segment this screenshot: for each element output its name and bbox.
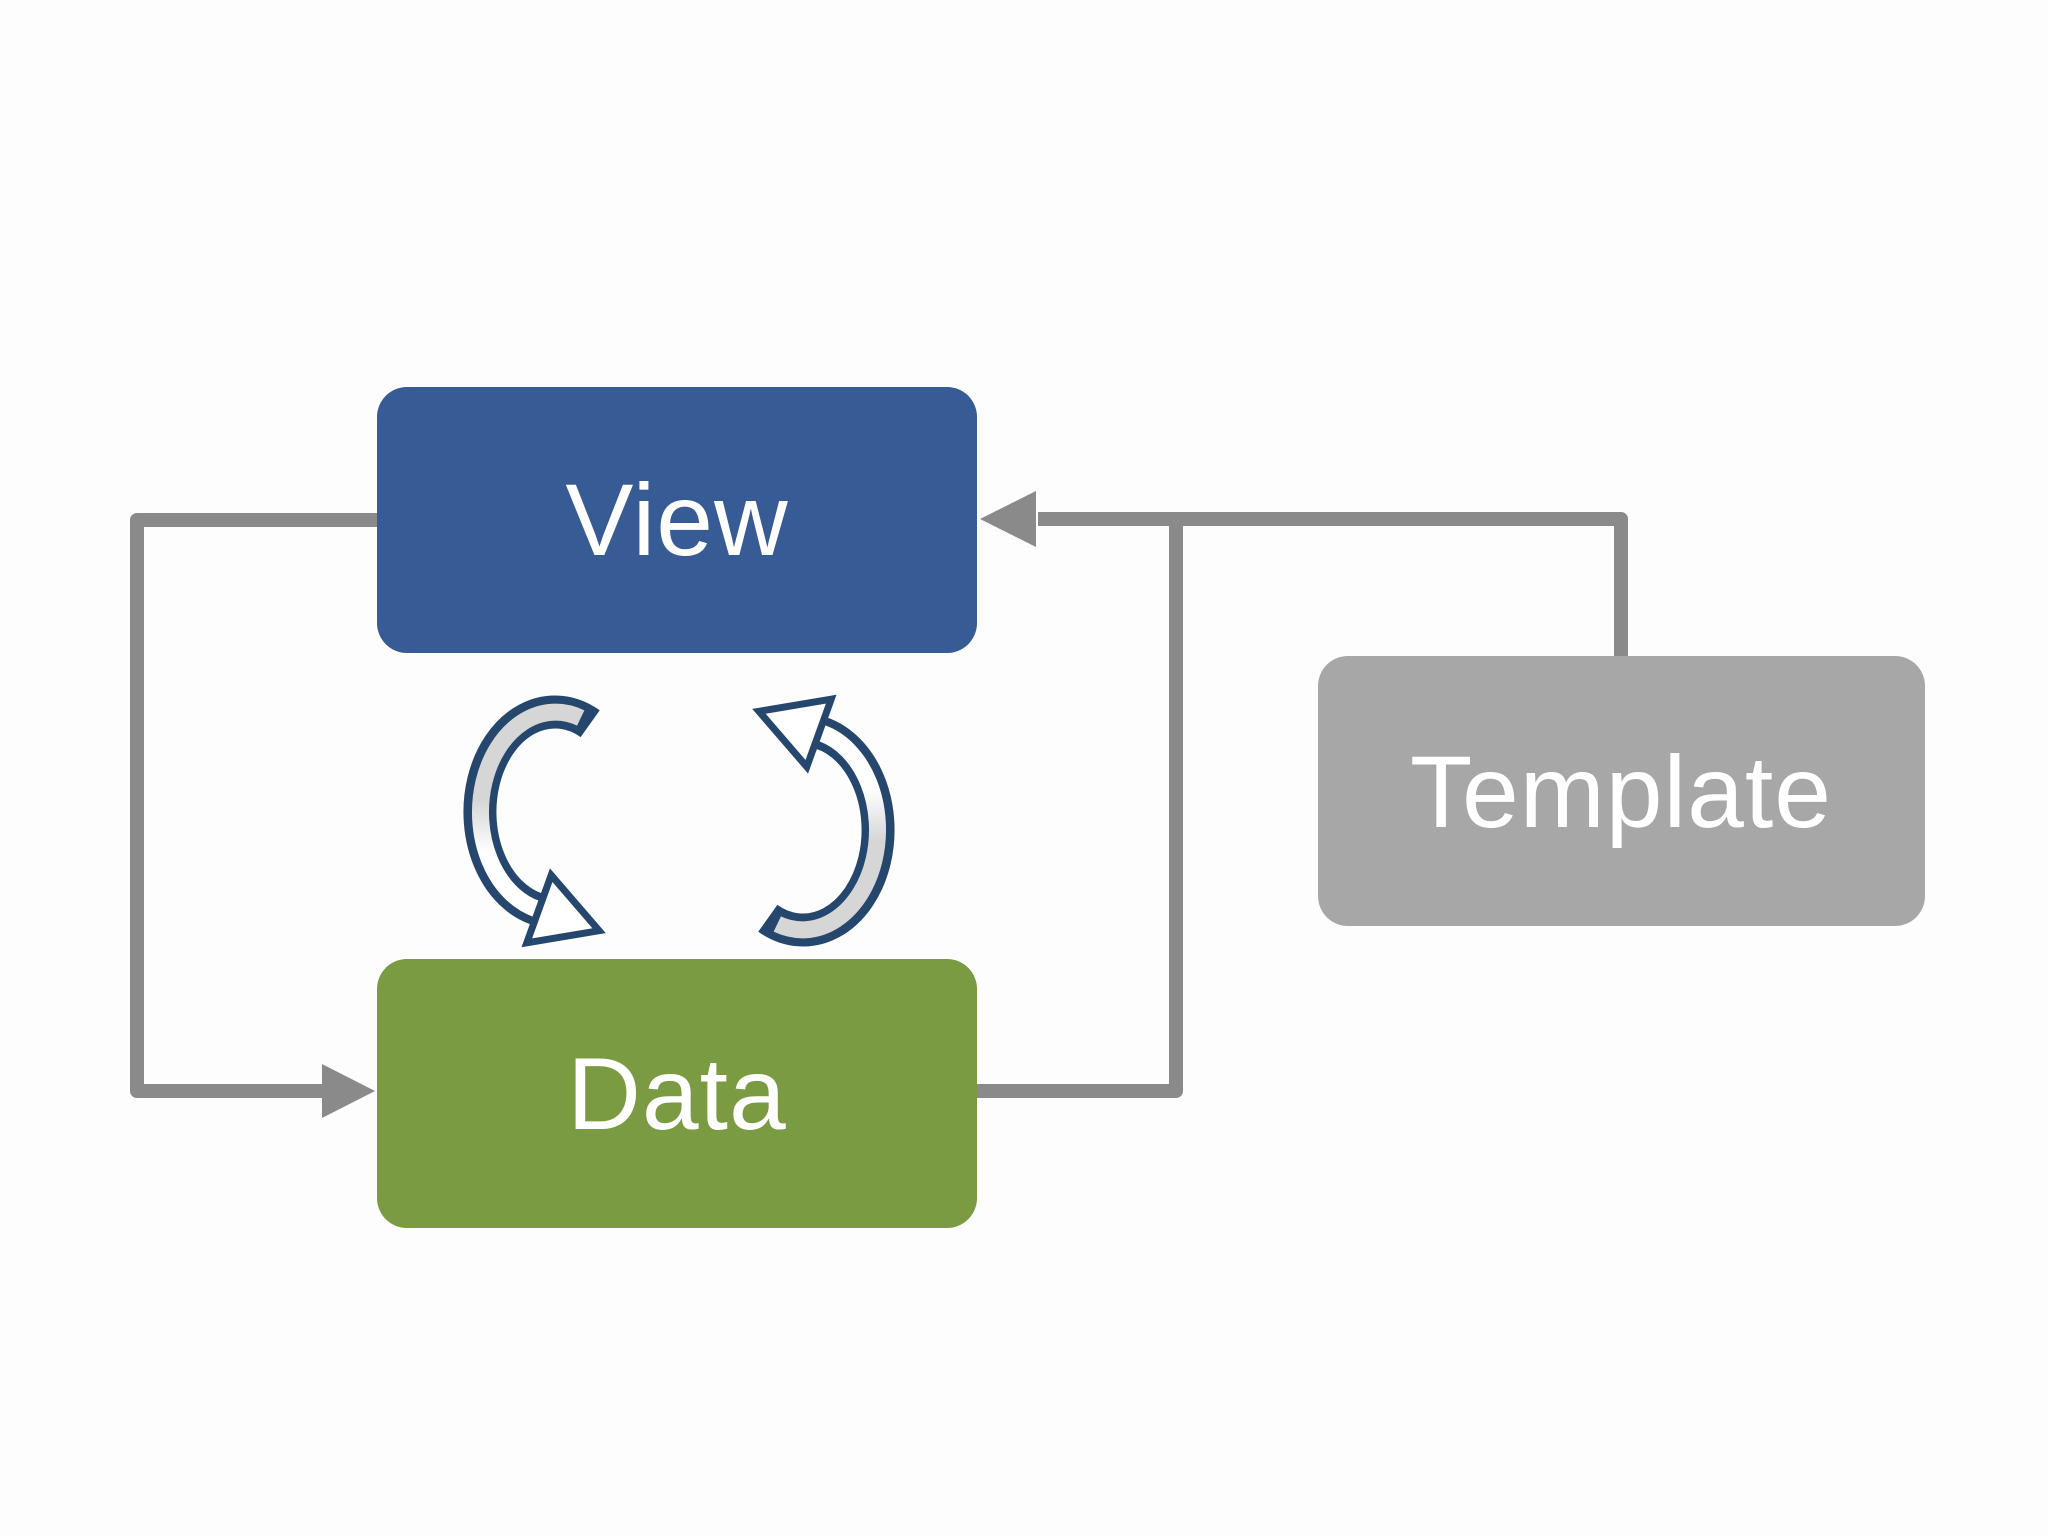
arrowhead-into-data xyxy=(322,1064,375,1118)
cycle-arrow-left-head xyxy=(521,868,606,948)
node-view: View xyxy=(377,387,977,653)
cycle-arrow-right xyxy=(759,699,878,930)
sync-cycle-icon xyxy=(463,695,878,948)
node-data-box xyxy=(377,959,977,1228)
connector-view-to-data xyxy=(130,513,380,1118)
node-view-box xyxy=(377,387,977,653)
connector-data-to-rail xyxy=(975,515,1183,1098)
node-view-label: View xyxy=(565,463,788,577)
node-data: Data xyxy=(377,959,977,1228)
node-template: Template xyxy=(1318,656,1925,926)
cycle-arrow-left-band xyxy=(471,703,585,917)
connector-data-to-rail-line xyxy=(975,515,1183,1098)
node-template-label: Template xyxy=(1410,735,1832,849)
node-template-box xyxy=(1318,656,1925,926)
connector-template-to-view-line xyxy=(1038,512,1628,660)
node-data-label: Data xyxy=(567,1037,786,1151)
connector-view-to-data-line xyxy=(130,513,380,1098)
connector-template-to-view xyxy=(980,491,1628,660)
cycle-arrow-left xyxy=(463,695,606,948)
arrowhead-into-view xyxy=(980,491,1036,547)
